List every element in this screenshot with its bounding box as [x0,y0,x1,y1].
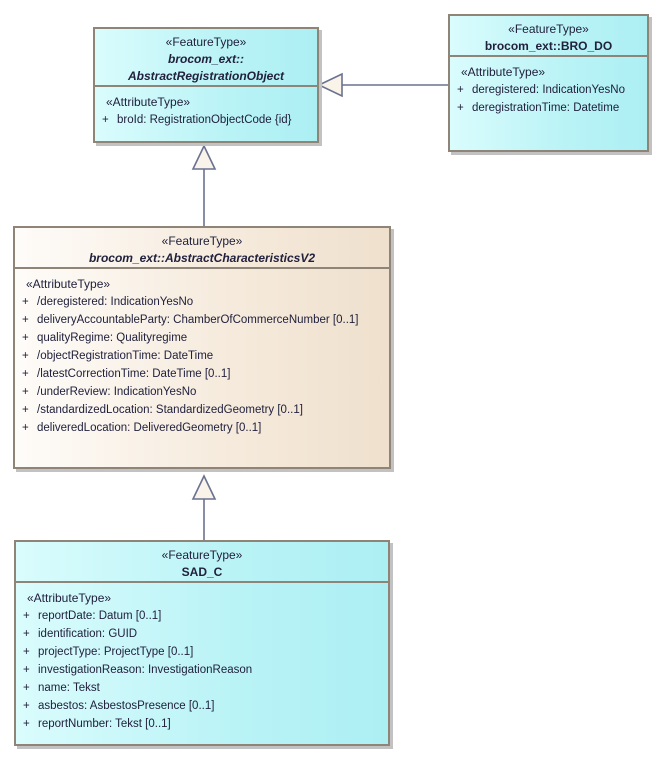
attribute-row: + deliveredLocation: DeliveredGeometry [… [15,419,389,437]
class-stereotype: «FeatureType» [161,234,243,248]
attribute-visibility: + [22,422,29,434]
class-header: «FeatureType» brocom_ext::BRO_DO [450,16,647,57]
attribute-text: identification: GUID [38,628,138,640]
class-stereotype: «FeatureType» [508,22,589,36]
attribute-visibility: + [22,314,29,326]
generalization-characteristics-to-aro[interactable] [191,144,217,226]
attribute-text: projectType: ProjectType [0..1] [38,646,194,658]
generalization-arrowhead-icon [191,144,217,170]
attribute-row: + deregistrationTime: Datetime [450,99,647,117]
attribute-row: + projectType: ProjectType [0..1] [16,643,388,661]
attribute-row: + reportNumber: Tekst [0..1] [16,715,388,733]
class-attributes-compartment: «AttributeType» + deregistered: Indicati… [450,57,647,150]
attribute-visibility: + [23,610,30,622]
attribute-row: + /latestCorrectionTime: DateTime [0..1] [15,365,389,383]
attribute-row: + reportDate: Datum [0..1] [16,607,388,625]
attribute-visibility: + [22,368,29,380]
attribute-row: + deregistered: IndicationYesNo [450,81,647,99]
attribute-row: + /objectRegistrationTime: DateTime [15,347,389,365]
attribute-row: + broId: RegistrationObjectCode {id} [95,111,317,129]
attribute-visibility: + [457,84,464,96]
class-name: brocom_ext::AbstractCharacteristicsV2 [88,251,316,265]
class-header: «FeatureType» brocom_ext::AbstractCharac… [15,228,389,269]
attribute-text: deregistrationTime: Datetime [472,102,620,114]
class-stereotype: «FeatureType» [161,548,243,562]
attribute-visibility: + [23,718,30,730]
class-attributes-compartment: «AttributeType» + /deregistered: Indicat… [15,269,389,467]
attribute-visibility: + [22,332,29,344]
attribute-text: deliveredLocation: DeliveredGeometry [0.… [37,422,262,434]
attribute-row: + qualityRegime: Qualityregime [15,329,389,347]
attribute-row: + /standardizedLocation: StandardizedGeo… [15,401,389,419]
class-header: «FeatureType» brocom_ext:: AbstractRegis… [95,29,317,87]
attribute-text: deliveryAccountableParty: ChamberOfComme… [37,314,359,326]
attribute-text: broId: RegistrationObjectCode {id} [117,114,292,126]
attribute-text: /objectRegistrationTime: DateTime [37,350,214,362]
attribute-row: + asbestos: AsbestosPresence [0..1] [16,697,388,715]
attribute-visibility: + [23,682,30,694]
attribute-stereotype: «AttributeType» [27,591,112,605]
attribute-visibility: + [22,350,29,362]
attribute-text: asbestos: AsbestosPresence [0..1] [38,700,215,712]
attribute-stereotype: «AttributeType» [461,65,546,79]
class-name: brocom_ext::BRO_DO [484,39,613,53]
generalization-bro-do-to-aro[interactable] [317,72,448,98]
attribute-row: + deliveryAccountableParty: ChamberOfCom… [15,311,389,329]
attribute-text: /deregistered: IndicationYesNo [37,296,194,308]
class-sad-c[interactable]: «FeatureType» SAD_C «AttributeType» + re… [14,540,390,746]
attribute-visibility: + [23,664,30,676]
attribute-text: /standardizedLocation: StandardizedGeome… [37,404,303,416]
attribute-visibility: + [23,700,30,712]
class-attributes-compartment: «AttributeType» + broId: RegistrationObj… [95,87,317,141]
attribute-text: name: Tekst [38,682,100,694]
class-header: «FeatureType» SAD_C [16,542,388,583]
attribute-visibility: + [22,296,29,308]
class-abstract-characteristics-v2[interactable]: «FeatureType» brocom_ext::AbstractCharac… [13,226,391,469]
attribute-text: reportNumber: Tekst [0..1] [38,718,171,730]
class-bro-do[interactable]: «FeatureType» brocom_ext::BRO_DO «Attrib… [448,14,649,152]
attribute-text: qualityRegime: Qualityregime [37,332,188,344]
generalization-arrowhead-icon [191,474,217,500]
generalization-sadc-to-characteristics[interactable] [191,474,217,540]
attribute-visibility: + [22,386,29,398]
attribute-text: /underReview: IndicationYesNo [37,386,197,398]
attribute-stereotype: «AttributeType» [106,95,191,109]
attribute-row: + /underReview: IndicationYesNo [15,383,389,401]
attribute-text: /latestCorrectionTime: DateTime [0..1] [37,368,231,380]
attribute-visibility: + [457,102,464,114]
attribute-visibility: + [23,628,30,640]
attribute-row: + /deregistered: IndicationYesNo [15,293,389,311]
attribute-text: reportDate: Datum [0..1] [38,610,162,622]
attribute-stereotype: «AttributeType» [26,277,111,291]
attribute-row: + identification: GUID [16,625,388,643]
class-stereotype: «FeatureType» [165,35,247,49]
attribute-row: + investigationReason: InvestigationReas… [16,661,388,679]
attribute-visibility: + [22,404,29,416]
attribute-row: + name: Tekst [16,679,388,697]
attribute-text: deregistered: IndicationYesNo [472,84,626,96]
class-abstract-registration-object[interactable]: «FeatureType» brocom_ext:: AbstractRegis… [93,27,319,143]
generalization-arrowhead-icon [317,72,343,98]
class-name: SAD_C [181,565,223,579]
attribute-text: investigationReason: InvestigationReason [38,664,253,676]
class-name: brocom_ext:: [167,52,244,66]
class-attributes-compartment: «AttributeType» + reportDate: Datum [0..… [16,583,388,744]
attribute-visibility: + [23,646,30,658]
attribute-visibility: + [102,114,109,126]
class-name: AbstractRegistrationObject [127,69,285,83]
